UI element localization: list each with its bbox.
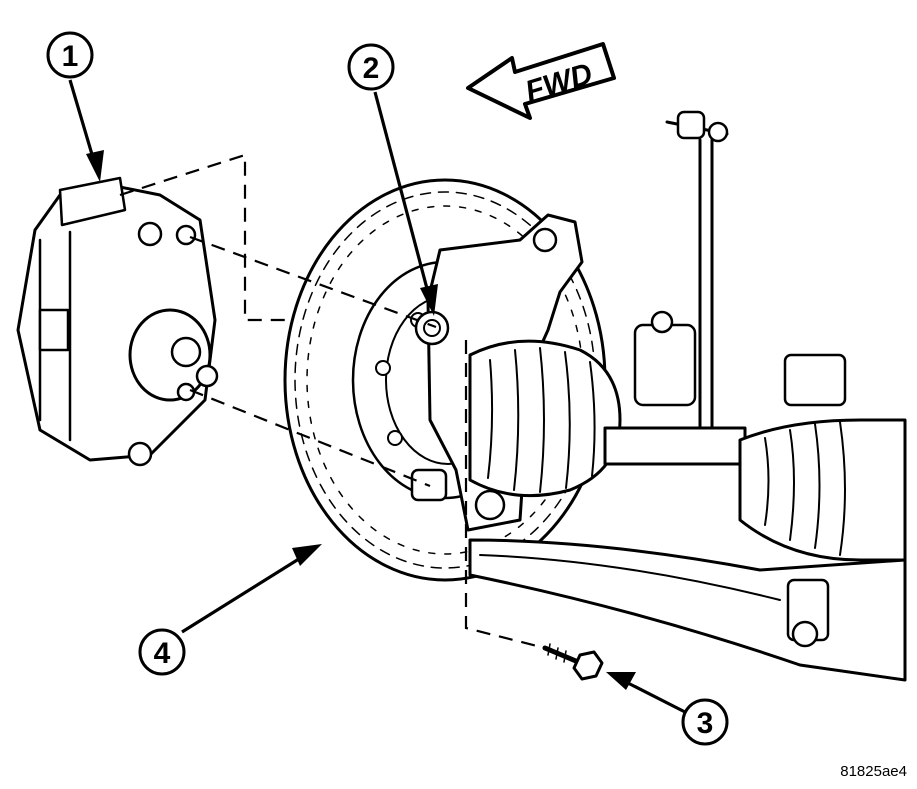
callout-1: 1 bbox=[46, 31, 104, 182]
callout-4: 4 bbox=[138, 544, 322, 676]
caliper-mounting-bolt bbox=[542, 643, 604, 681]
callout-2: 2 bbox=[347, 43, 438, 316]
disc-brake-caliper bbox=[16, 176, 219, 467]
callout-4-circle bbox=[138, 628, 186, 676]
callout-3-number: 3 bbox=[697, 707, 714, 740]
callout-2-circle bbox=[347, 43, 395, 91]
assembly-guide-lines bbox=[119, 153, 546, 650]
stabilizer-link bbox=[665, 110, 729, 432]
callout-3: 3 bbox=[606, 672, 729, 746]
callout-2-number: 2 bbox=[363, 52, 380, 85]
lower-control-arm bbox=[468, 538, 907, 682]
callout-1-circle bbox=[46, 31, 94, 79]
callout-4-number: 4 bbox=[154, 637, 171, 670]
callout-1-number: 1 bbox=[62, 40, 79, 73]
drive-shaft bbox=[468, 310, 907, 562]
forward-direction-arrow: FWD bbox=[466, 42, 616, 120]
callout-3-circle bbox=[681, 698, 729, 746]
figure-id: 81825ae4 bbox=[840, 763, 907, 780]
